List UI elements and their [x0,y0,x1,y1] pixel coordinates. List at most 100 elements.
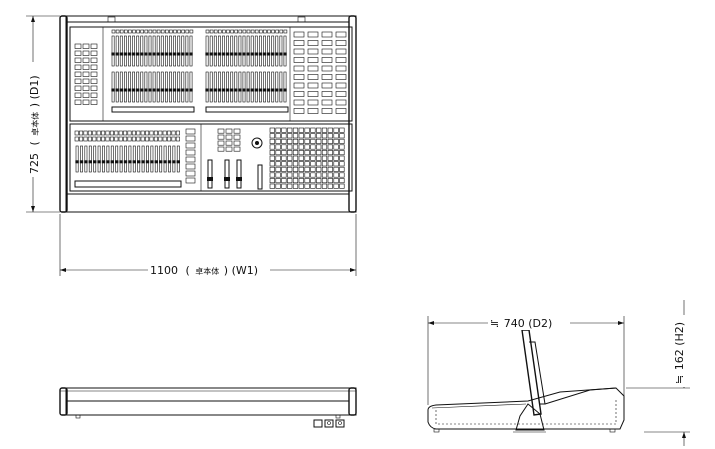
connector-icon [335,419,345,428]
fader [132,71,136,103]
side-view [427,329,625,433]
fader [137,145,141,173]
height-code: (H2) [673,322,686,346]
fader [189,35,193,67]
connector-icon [313,419,323,428]
fader [165,35,168,67]
fader [279,71,283,103]
upper-fader-bank [111,29,288,103]
depth-value: 725 [28,153,41,174]
fader [156,35,160,67]
fader [119,71,123,103]
side-depth-value: 740 [504,317,525,330]
fader [173,71,177,103]
fader [140,35,144,67]
depth-cjk-label: 卓本体 [30,112,40,136]
side-depth-code: (D2) [528,317,552,330]
fader [181,71,185,103]
fader [84,145,88,173]
connector-icon [324,419,334,428]
master-fader [236,159,242,189]
fader [165,71,168,103]
fader [111,71,115,103]
fader [169,35,172,67]
fader [141,145,145,173]
fader [205,35,209,67]
depth-open-paren: ( [28,141,41,145]
fader [148,71,152,103]
fader [209,35,213,67]
fader [185,71,189,103]
fader [156,71,160,103]
fader [128,145,132,173]
fader [150,145,154,173]
height-dimension-side: ≒ 162 (H2) [626,300,690,446]
fader [132,35,136,67]
fader [124,35,127,67]
width-close-paren: ) [224,264,228,277]
fader [144,35,148,67]
fader [172,145,176,173]
fader [263,71,266,103]
fader [152,35,156,67]
fader [267,71,271,103]
fader [226,71,230,103]
fader [176,145,180,173]
fader [148,35,152,67]
fader [144,71,148,103]
fader [106,145,110,173]
lower-fader-bank [74,130,180,173]
fader [140,71,144,103]
fader [263,35,266,67]
fader [238,35,242,67]
fader [218,35,221,67]
width-cjk-label: 卓本体 [195,266,219,276]
fader [283,35,287,67]
fader [213,35,217,67]
fader [246,35,250,67]
fader [250,71,254,103]
side-depth-prefix: ≒ [490,317,499,330]
fader [177,35,181,67]
depth-dimension-main: 725 ( 卓本体 ) (D1) [26,15,60,213]
fader [75,145,79,173]
fader [128,71,131,103]
fader [159,145,163,173]
svg-text:725 ( 卓本体 ): 725 ( 卓本体 ) (D1) [28,75,41,174]
fader [242,71,246,103]
fader [93,145,97,173]
fader [115,145,119,173]
fader [250,35,254,67]
key-grid [269,127,345,189]
button-clusters [74,31,347,184]
fader [279,35,283,67]
fader [205,71,209,103]
top-view [59,15,357,213]
fader [160,71,164,103]
fader [234,71,238,103]
depth-code: (D1) [28,75,41,99]
fader [119,145,123,173]
fader [213,71,217,103]
fader [226,35,230,67]
fader [258,71,262,103]
fader [271,35,275,67]
fader [246,71,250,103]
fader [254,71,258,103]
height-prefix: ≒ [673,375,686,384]
fader [267,35,271,67]
fader [136,35,140,67]
fader [163,145,167,173]
fader [181,35,185,67]
fader [271,71,275,103]
fader [242,35,246,67]
fader [80,145,83,173]
fader [110,145,114,173]
master-fader [207,159,213,189]
fader [168,145,171,173]
fader [218,71,221,103]
fader [209,71,213,103]
fader [254,35,258,67]
fader [124,145,127,173]
